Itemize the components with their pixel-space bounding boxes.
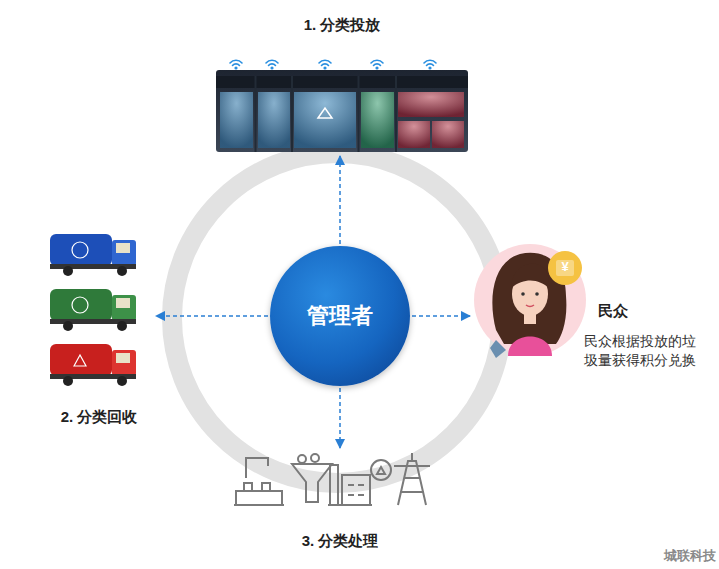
citizen-box: 民众民众根据投放的垃圾量获得积分兑换 [472, 240, 712, 410]
citizen-avatar [474, 244, 586, 358]
dashed-arrow [339, 388, 341, 448]
sorting-bins [216, 60, 468, 152]
node-title: 1. 分类投放 [304, 16, 381, 34]
cycle-ring [172, 153, 502, 483]
manager-circle: 管理者 [270, 246, 410, 386]
node-title: 2. 分类回收 [61, 408, 138, 426]
stage-box: 1. 分类投放 [214, 16, 470, 154]
watermark: 城联科技 [650, 547, 716, 565]
dashed-arrow [156, 315, 268, 317]
node-title: 管理者 [307, 303, 373, 329]
node-title: 民众 [598, 302, 628, 320]
currency-symbol: ¥ [558, 259, 572, 274]
node-body: 民众根据投放的垃圾量获得积分兑换 [584, 332, 708, 370]
dashed-arrow [412, 315, 470, 317]
garbage-trucks [50, 234, 136, 386]
dashed-arrow [339, 156, 341, 244]
node-title: 3. 分类处理 [302, 532, 379, 550]
stage-box: 2. 分类回收 [44, 226, 154, 426]
stage-box: 3. 分类处理 [222, 450, 458, 550]
processing-icons [234, 453, 430, 505]
